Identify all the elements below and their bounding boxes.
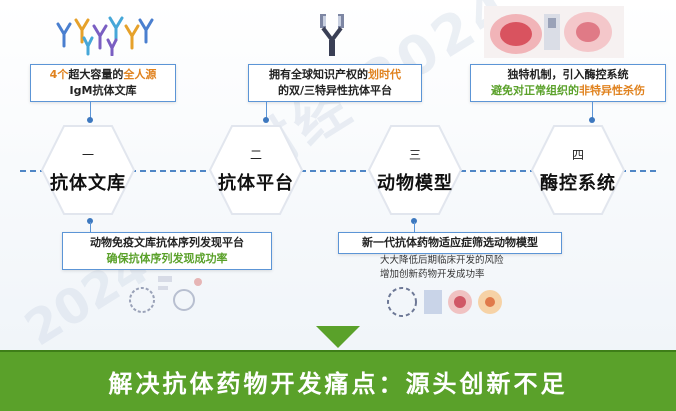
bispecific-antibody-illustration xyxy=(320,14,344,56)
stage-number: 二 xyxy=(249,147,262,162)
stage-name: 酶控系统 xyxy=(540,172,616,194)
connector-2-top xyxy=(266,101,267,121)
sequence-discovery-illustration xyxy=(129,276,202,313)
tissue-illustration xyxy=(484,6,624,58)
stage-hexagon-4: 四 酶控系统 xyxy=(530,122,626,218)
timeline-dashed-line xyxy=(20,170,656,172)
connector-3-bottom xyxy=(414,222,415,232)
connector-dot xyxy=(411,218,417,224)
connector-1-bottom xyxy=(90,222,91,232)
stage-hexagon-2: 二 抗体平台 xyxy=(208,122,304,218)
callout-antibody-platform: 拥有全球知识产权的划时代 的双/三特异性抗体平台 xyxy=(248,64,422,102)
animal-model-illustration xyxy=(387,287,502,317)
connector-dot xyxy=(589,117,595,123)
connector-dot xyxy=(263,117,269,123)
antibody-cluster-illustration xyxy=(56,16,154,56)
stage-hexagon-1: 一 抗体文库 xyxy=(40,122,136,218)
stage-name: 抗体平台 xyxy=(218,172,294,194)
connector-1-top xyxy=(90,101,91,121)
stage-name: 动物模型 xyxy=(377,172,453,194)
callout-animal-model: 新一代抗体药物适应症筛选动物模型 xyxy=(338,232,562,254)
callout-antibody-library: 4个超大容量的全人源 IgM抗体文库 xyxy=(30,64,176,102)
connector-4-top xyxy=(592,101,593,121)
callout-enzyme-system: 独特机制，引入酶控系统 避免对正常组织的非特异性杀伤 xyxy=(470,64,666,102)
stage-number: 四 xyxy=(571,147,584,162)
stage-name: 抗体文库 xyxy=(50,172,126,194)
stage-number: 三 xyxy=(408,147,421,162)
connector-dot xyxy=(87,117,93,123)
banner-text: 解决抗体药物开发痛点：源头创新不足 xyxy=(108,370,568,398)
connector-dot xyxy=(87,218,93,224)
stage-number: 一 xyxy=(81,147,94,162)
animal-model-note: 大大降低后期临床开发的风险 增加创新药物开发成功率 xyxy=(380,255,504,280)
callout-sequence-discovery: 动物免疫文库抗体序列发现平台 确保抗体序列发现成功率 xyxy=(62,232,272,270)
conclusion-banner: 解决抗体药物开发痛点：源头创新不足 xyxy=(0,350,676,411)
stage-hexagon-3: 三 动物模型 xyxy=(367,122,463,218)
down-arrow-icon xyxy=(316,326,360,348)
